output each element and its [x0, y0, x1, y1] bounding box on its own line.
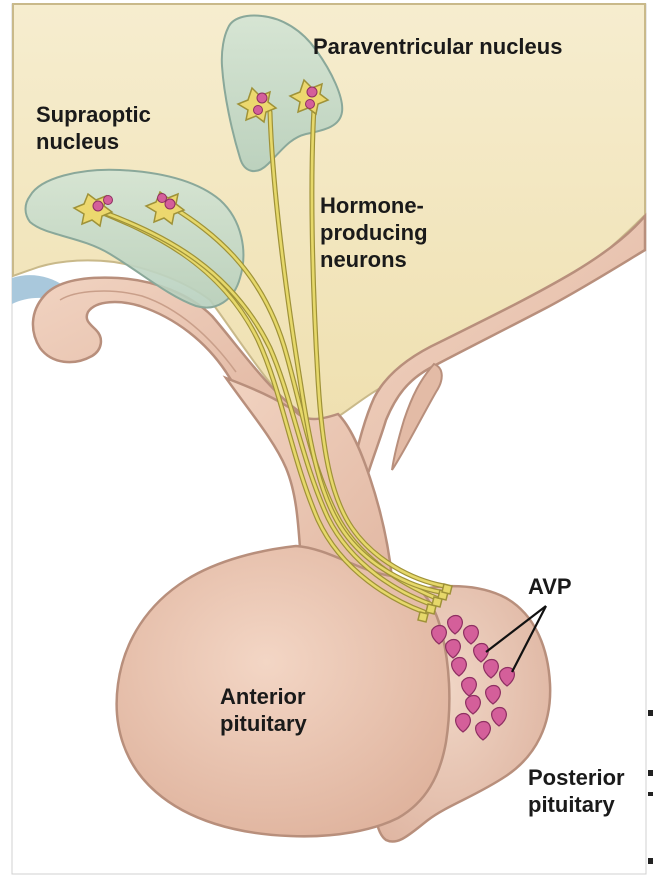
edge-mark — [648, 858, 653, 864]
axon-terminal — [442, 584, 452, 594]
vesicle — [257, 93, 267, 103]
anterior-pituitary-label: Anterior pituitary — [220, 683, 307, 737]
paraventricular-nucleus-label: Paraventricular nucleus — [313, 33, 562, 60]
vesicle — [307, 87, 317, 97]
axon-terminal — [418, 612, 428, 622]
avp-label: AVP — [528, 573, 572, 600]
posterior-pituitary-label: Posterior pituitary — [528, 764, 625, 818]
hormone-producing-neurons-label: Hormone- producing neurons — [320, 192, 428, 273]
vesicle — [93, 201, 103, 211]
vesicle — [254, 106, 263, 115]
vesicle — [104, 196, 113, 205]
edge-mark — [648, 770, 653, 776]
supraoptic-nucleus-label: Supraoptic nucleus — [36, 101, 151, 155]
edge-mark — [648, 710, 653, 716]
vesicle — [158, 194, 167, 203]
vesicle — [165, 199, 175, 209]
vesicle — [306, 100, 315, 109]
edge-mark — [648, 792, 653, 796]
